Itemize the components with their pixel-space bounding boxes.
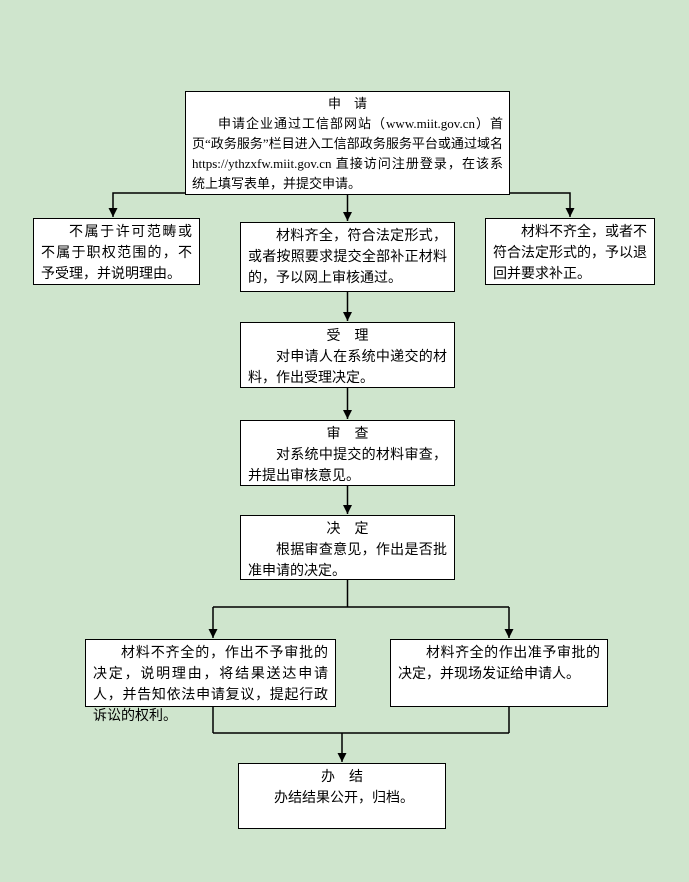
node-material-ok-body: 材料齐全，符合法定形式，或者按照要求提交全部补正材料的，予以网上审核通过。 bbox=[248, 229, 447, 286]
node-decide: 决 定 根据审查意见，作出是否批准申请的决定。 bbox=[240, 515, 455, 580]
node-reject-scope: 不属于许可范畴或不属于职权范围的，不予受理，并说明理由。 bbox=[33, 218, 200, 285]
node-material-bad-body: 材料不齐全，或者不符合法定形式的，予以退回并要求补正。 bbox=[493, 225, 647, 282]
node-finish-body: 办结结果公开，归档。 bbox=[274, 791, 414, 806]
node-review-title: 审 查 bbox=[326, 427, 369, 442]
connector-apply-materialbad bbox=[510, 192, 575, 217]
node-approve-body: 材料齐全的作出准予审批的决定，并现场发证给申请人。 bbox=[398, 646, 600, 682]
connector-apply-rejectscope bbox=[108, 192, 185, 217]
node-finish-title: 办 结 bbox=[321, 770, 363, 785]
node-finish: 办 结 办结结果公开，归档。 bbox=[238, 763, 446, 829]
node-accept-body: 对申请人在系统中递交的材料，作出受理决定。 bbox=[248, 350, 447, 386]
node-apply-title: 申 请 bbox=[327, 96, 367, 111]
node-deny: 材料不齐全的，作出不予审批的决定，说明理由，将结果送达申请人，并告知依法申请复议… bbox=[85, 639, 336, 724]
node-approve: 材料齐全的作出准予审批的决定，并现场发证给申请人。 bbox=[390, 639, 608, 707]
node-apply-body: 申请企业通过工信部网站（www.miit.gov.cn）首页“政务服务”栏目进入… bbox=[192, 116, 503, 191]
node-deny-body: 材料不齐全的，作出不予审批的决定，说明理由，将结果送达申请人，并告知依法申请复议… bbox=[93, 646, 328, 724]
node-reject-scope-body: 不属于许可范畴或不属于职权范围的，不予受理，并说明理由。 bbox=[41, 225, 192, 282]
node-decide-title: 决 定 bbox=[326, 522, 369, 537]
node-review: 审 查 对系统中提交的材料审查，并提出审核意见。 bbox=[240, 420, 455, 486]
node-material-ok: 材料齐全，符合法定形式，或者按照要求提交全部补正材料的，予以网上审核通过。 bbox=[240, 222, 455, 292]
node-accept: 受 理 对申请人在系统中递交的材料，作出受理决定。 bbox=[240, 322, 455, 388]
node-apply: 申 请 申请企业通过工信部网站（www.miit.gov.cn）首页“政务服务”… bbox=[185, 91, 510, 195]
node-accept-title: 受 理 bbox=[326, 329, 369, 344]
node-decide-body: 根据审查意见，作出是否批准申请的决定。 bbox=[248, 543, 447, 579]
node-review-body: 对系统中提交的材料审查，并提出审核意见。 bbox=[248, 448, 447, 484]
node-material-bad: 材料不齐全，或者不符合法定形式的，予以退回并要求补正。 bbox=[485, 218, 655, 285]
